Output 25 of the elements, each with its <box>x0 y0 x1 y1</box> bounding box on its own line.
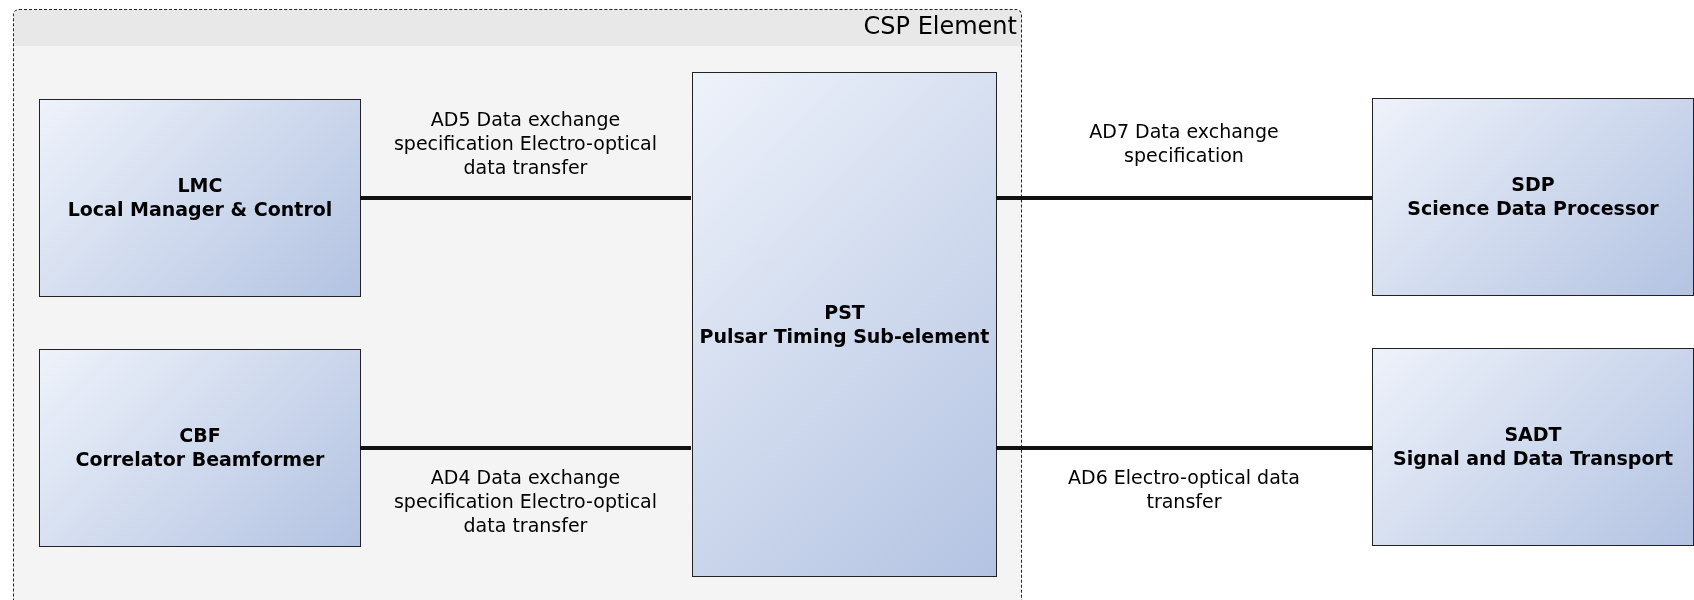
component-box <box>39 99 361 297</box>
component-name: Pulsar Timing Sub-element <box>699 324 990 349</box>
connector-line <box>996 446 1372 450</box>
component-abbreviation: PST <box>824 300 865 325</box>
component-box <box>692 72 997 577</box>
edge-label: AD6 Electro-optical data transfer <box>1067 466 1301 514</box>
group-container <box>13 9 1022 600</box>
component-name: Local Manager & Control <box>67 198 333 222</box>
connector-line <box>360 446 691 450</box>
group-title: CSP Element <box>863 12 1017 40</box>
edge-label: AD5 Data exchange specification Electro-optical data transfer <box>392 108 659 180</box>
edge-label: AD4 Data exchange specification Electro-optical data transfer <box>392 466 659 538</box>
component-name: Signal and Data Transport <box>1393 447 1673 471</box>
component-abbreviation: CBF <box>179 424 221 448</box>
component-abbreviation: SDP <box>1511 173 1555 197</box>
edge-label: AD7 Data exchange specification <box>1088 120 1280 168</box>
component-abbreviation: LMC <box>177 174 223 198</box>
component-abbreviation: SADT <box>1504 423 1562 447</box>
component-box <box>1372 98 1694 296</box>
component-name: Correlator Beamformer <box>75 448 325 472</box>
component-box <box>1372 348 1694 546</box>
connector-line <box>996 196 1372 200</box>
component-name: Science Data Processor <box>1407 197 1659 221</box>
component-box <box>39 349 361 547</box>
connector-line <box>360 196 691 200</box>
